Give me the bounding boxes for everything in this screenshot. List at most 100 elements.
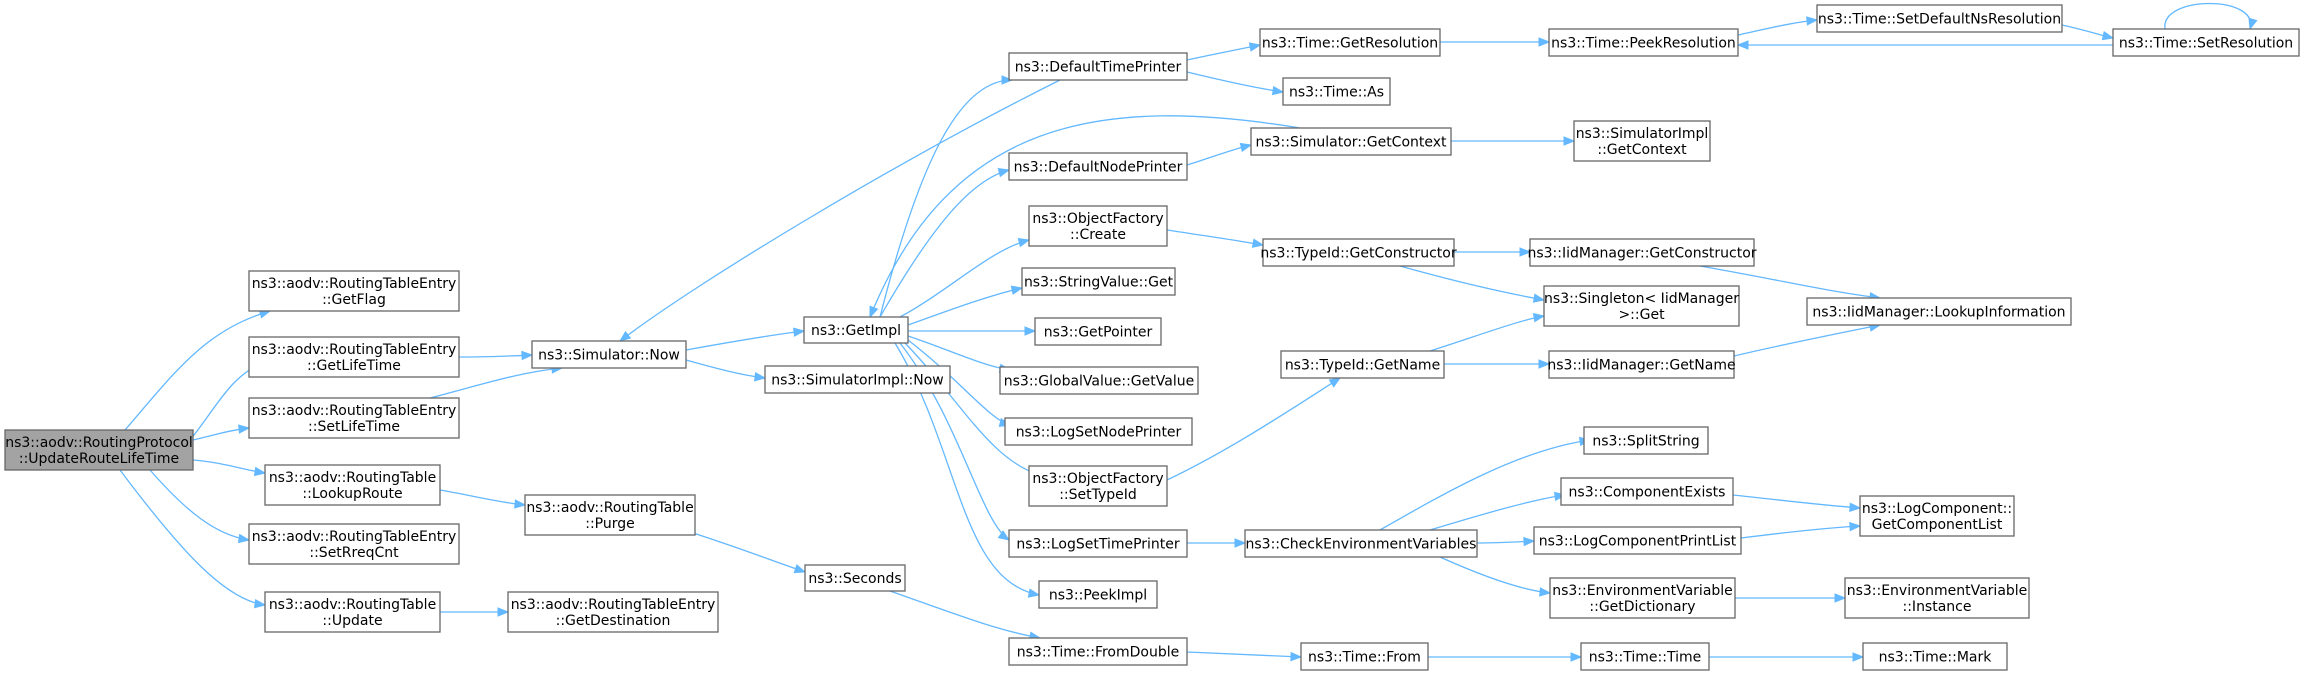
node-timeas[interactable]: ns3::Time::As [1282, 77, 1391, 106]
node-box[interactable] [1028, 465, 1168, 507]
node-defaulttimeprinter[interactable]: ns3::DefaultTimePrinter [1008, 52, 1188, 81]
node-envvarinstance[interactable]: ns3::EnvironmentVariable::Instance [1844, 577, 2030, 619]
node-globalvaluegetvalue[interactable]: ns3::GlobalValue::GetValue [999, 366, 1199, 395]
node-box[interactable] [1816, 4, 2063, 33]
node-timefrom[interactable]: ns3::Time::From [1300, 642, 1429, 671]
node-box[interactable] [1028, 205, 1168, 247]
node-getimpl[interactable]: ns3::GetImpl [803, 316, 909, 344]
node-box[interactable] [764, 365, 951, 394]
node-timemark[interactable]: ns3::Time::Mark [1862, 642, 2008, 671]
node-box[interactable] [1262, 238, 1455, 267]
node-box[interactable] [264, 464, 441, 506]
node-box[interactable] [1034, 317, 1162, 346]
node-stringvalueget[interactable]: ns3::StringValue::Get [1021, 267, 1176, 296]
node-purge[interactable]: ns3::aodv::RoutingTable::Purge [524, 494, 696, 536]
node-box[interactable] [1008, 637, 1188, 666]
node-getdestination[interactable]: ns3::aodv::RoutingTableEntry::GetDestina… [507, 591, 719, 633]
node-box[interactable] [1560, 477, 1734, 506]
node-box[interactable] [248, 523, 460, 565]
node-box[interactable] [1533, 526, 1742, 555]
node-setdefaultnsresolution[interactable]: ns3::Time::SetDefaultNsResolution [1816, 4, 2063, 33]
node-objfactorysettypeid[interactable]: ns3::ObjectFactory::SetTypeId [1028, 465, 1168, 507]
node-box[interactable] [1038, 580, 1158, 609]
node-box[interactable] [1859, 495, 2015, 537]
node-box[interactable] [531, 340, 687, 369]
edge-update-to-getdestination [440, 607, 510, 617]
node-setrreqcnt[interactable]: ns3::aodv::RoutingTableEntry::SetRreqCnt [248, 523, 460, 565]
node-getlifetime[interactable]: ns3::aodv::RoutingTableEntry::GetLifeTim… [248, 336, 460, 378]
edge-arrowhead [497, 607, 510, 617]
node-fromdouble[interactable]: ns3::Time::FromDouble [1008, 637, 1188, 666]
node-box[interactable] [1529, 238, 1755, 267]
node-box[interactable] [1008, 152, 1188, 181]
node-box[interactable] [1280, 350, 1445, 379]
node-logsetnodeprinter[interactable]: ns3::LogSetNodePrinter [1004, 417, 1193, 446]
node-box[interactable] [1300, 642, 1429, 671]
node-iidmgrgetconstructor[interactable]: ns3::IidManager::GetConstructor [1527, 238, 1757, 267]
node-box[interactable] [803, 316, 909, 344]
node-box[interactable] [1004, 417, 1193, 446]
edge-line [2164, 2, 2252, 30]
node-box[interactable] [1583, 426, 1709, 455]
edge-checkenv-to-envvargetdictionary [1439, 556, 1552, 597]
node-simimplnow[interactable]: ns3::SimulatorImpl::Now [764, 365, 951, 394]
node-box[interactable] [1862, 642, 2008, 671]
node-update[interactable]: ns3::aodv::RoutingTable::Update [264, 591, 441, 633]
node-setlifetime[interactable]: ns3::aodv::RoutingTableEntry::SetLifeTim… [248, 397, 460, 439]
node-box[interactable] [507, 591, 719, 633]
node-box[interactable] [248, 270, 460, 312]
node-box[interactable] [264, 591, 441, 633]
node-typeidgetconstructor[interactable]: ns3::TypeId::GetConstructor [1260, 238, 1457, 267]
node-box[interactable] [1244, 529, 1478, 558]
node-timegetresolution[interactable]: ns3::Time::GetResolution [1259, 28, 1441, 57]
node-box[interactable] [1844, 577, 2030, 619]
node-simgetcontext[interactable]: ns3::Simulator::GetContext [1250, 127, 1452, 156]
node-box[interactable] [1580, 642, 1710, 671]
node-box[interactable] [1021, 267, 1176, 296]
node-box[interactable] [1549, 577, 1736, 619]
node-iidmgrgetname[interactable]: ns3::IidManager::GetName [1547, 350, 1736, 379]
node-box[interactable] [248, 336, 460, 378]
node-timetime[interactable]: ns3::Time::Time [1580, 642, 1710, 671]
node-root[interactable]: ns3::aodv::RoutingProtocol::UpdateRouteL… [4, 429, 194, 471]
node-lookuproute[interactable]: ns3::aodv::RoutingTable::LookupRoute [264, 464, 441, 506]
node-singletonget[interactable]: ns3::Singleton< IidManager >::Get [1543, 285, 1740, 327]
root-node-box[interactable] [4, 429, 194, 471]
node-getflag[interactable]: ns3::aodv::RoutingTableEntry::GetFlag [248, 270, 460, 312]
node-checkenv[interactable]: ns3::CheckEnvironmentVariables [1244, 529, 1478, 558]
node-defaultnodeprinter[interactable]: ns3::DefaultNodePrinter [1008, 152, 1188, 181]
node-splitstring[interactable]: ns3::SplitString [1583, 426, 1709, 455]
node-logsettimeprinter[interactable]: ns3::LogSetTimePrinter [1008, 529, 1188, 558]
node-box[interactable] [1008, 529, 1188, 558]
node-setresolution[interactable]: ns3::Time::SetResolution [2112, 28, 2300, 57]
node-getpointer[interactable]: ns3::GetPointer [1034, 317, 1162, 346]
node-box[interactable] [1543, 285, 1740, 327]
node-box[interactable] [1548, 350, 1735, 379]
node-box[interactable] [1806, 297, 2072, 326]
node-simimplgetcontext[interactable]: ns3::SimulatorImpl::GetContext [1573, 120, 1711, 162]
node-iidmgrlookupinfo[interactable]: ns3::IidManager::LookupInformation [1806, 297, 2072, 326]
node-box[interactable] [999, 366, 1199, 395]
node-logcomponentgetlist[interactable]: ns3::LogComponent::GetComponentList [1859, 495, 2015, 537]
node-now[interactable]: ns3::Simulator::Now [531, 340, 687, 369]
node-label: ns3::Simulator::GetContext [1255, 135, 1447, 151]
node-objfactorycreate[interactable]: ns3::ObjectFactory::Create [1028, 205, 1168, 247]
node-peekresolution[interactable]: ns3::Time::PeekResolution [1548, 28, 1739, 57]
node-box[interactable] [248, 397, 460, 439]
node-box[interactable] [1282, 77, 1391, 106]
node-box[interactable] [1008, 52, 1188, 81]
node-envvargetdictionary[interactable]: ns3::EnvironmentVariable::GetDictionary [1549, 577, 1736, 619]
node-box[interactable] [1250, 127, 1452, 156]
node-typeidgetname[interactable]: ns3::TypeId::GetName [1280, 350, 1445, 379]
node-box[interactable] [524, 494, 696, 536]
node-box[interactable] [1573, 120, 1711, 162]
node-peekimpl[interactable]: ns3::PeekImpl [1038, 580, 1158, 609]
edge-arrowhead [1849, 521, 1862, 532]
node-componentexists[interactable]: ns3::ComponentExists [1560, 477, 1734, 506]
node-box[interactable] [1548, 28, 1739, 57]
node-seconds[interactable]: ns3::Seconds [804, 564, 906, 592]
node-logcomponentprintlist[interactable]: ns3::LogComponentPrintList [1533, 526, 1742, 555]
node-box[interactable] [1259, 28, 1441, 57]
node-box[interactable] [2112, 28, 2300, 57]
node-box[interactable] [804, 564, 906, 592]
